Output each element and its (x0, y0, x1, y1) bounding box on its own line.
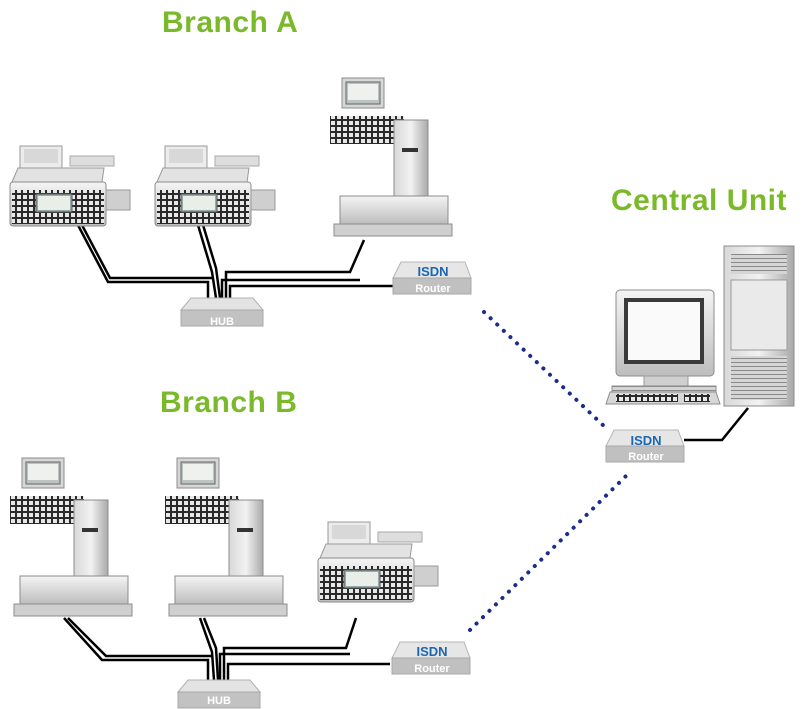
branch-a-title: Branch A (162, 6, 299, 39)
branch-b-scale-3 (317, 521, 439, 603)
branch-a-router: ISDN Router (392, 261, 472, 295)
branch-a-cables (68, 209, 393, 299)
hub-label-a: HUB (210, 316, 234, 328)
router-a-router-label: Router (415, 283, 451, 295)
central-unit-title: Central Unit (611, 184, 788, 217)
router-b-isdn-label: ISDN (416, 644, 447, 659)
branch-a-scale-3 (329, 77, 453, 237)
router-c-router-label: Router (628, 451, 664, 463)
central-monitor (611, 289, 717, 401)
branch-b-router: ISDN Router (391, 641, 471, 675)
branch-a-scale-2 (154, 145, 276, 227)
central-server-tower (723, 245, 795, 407)
hub-label-b: HUB (207, 695, 231, 707)
central-router: ISDN Router (605, 429, 685, 463)
central-cable (684, 407, 749, 442)
central-keyboard (605, 391, 721, 405)
branch-b-scale-1 (9, 457, 133, 617)
branch-a-hub: HUB (180, 297, 264, 328)
router-c-isdn-label: ISDN (630, 433, 661, 448)
router-b-router-label: Router (414, 663, 450, 675)
branch-b-scale-2 (164, 457, 288, 617)
branch-b-hub: HUB (177, 679, 261, 709)
isdn-links (468, 310, 630, 632)
branch-b-cables (63, 617, 390, 681)
branch-a-scale-1 (9, 145, 131, 227)
branch-b-title: Branch B (160, 386, 298, 419)
router-a-isdn-label: ISDN (417, 264, 448, 279)
